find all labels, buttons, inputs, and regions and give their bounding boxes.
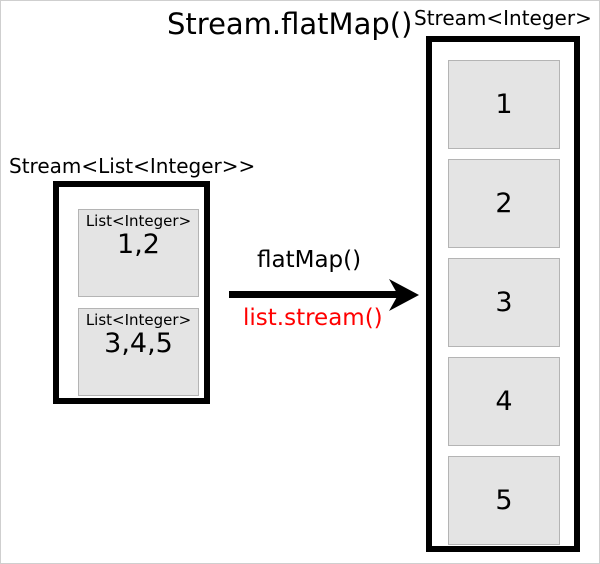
list-item-type: List<Integer> — [85, 212, 192, 230]
list-item-value: 5 — [495, 484, 513, 516]
flatmap-arrow-group: flatMap() list.stream() — [229, 247, 419, 343]
list-item-value: 3 — [495, 286, 513, 318]
input-stream-container: List<Integer> 1,2 List<Integer> 3,4,5 — [53, 181, 210, 404]
operation-label: flatMap() — [257, 247, 362, 273]
arrow-shaft — [229, 291, 407, 298]
list-item-value: 1,2 — [117, 228, 160, 260]
list-item-value: 2 — [495, 187, 513, 219]
input-stream-label: Stream<List<Integer>> — [9, 154, 256, 178]
list-item-type: List<Integer> — [85, 311, 192, 329]
lambda-label: list.stream() — [243, 305, 383, 331]
list-item: 5 — [448, 456, 560, 545]
list-item: List<Integer> 3,4,5 — [78, 308, 199, 396]
list-item-value: 4 — [495, 385, 513, 417]
list-item: List<Integer> 1,2 — [78, 209, 199, 297]
list-item-value: 3,4,5 — [104, 327, 173, 359]
output-stream-container: 1 2 3 4 5 — [426, 36, 580, 552]
list-item: 1 — [448, 60, 560, 149]
list-item: 2 — [448, 159, 560, 248]
output-stream-label: Stream<Integer> — [414, 6, 592, 30]
page-title: Stream.flatMap() — [167, 7, 413, 41]
list-item: 4 — [448, 357, 560, 446]
list-item: 3 — [448, 258, 560, 347]
list-item-value: 1 — [495, 88, 513, 120]
